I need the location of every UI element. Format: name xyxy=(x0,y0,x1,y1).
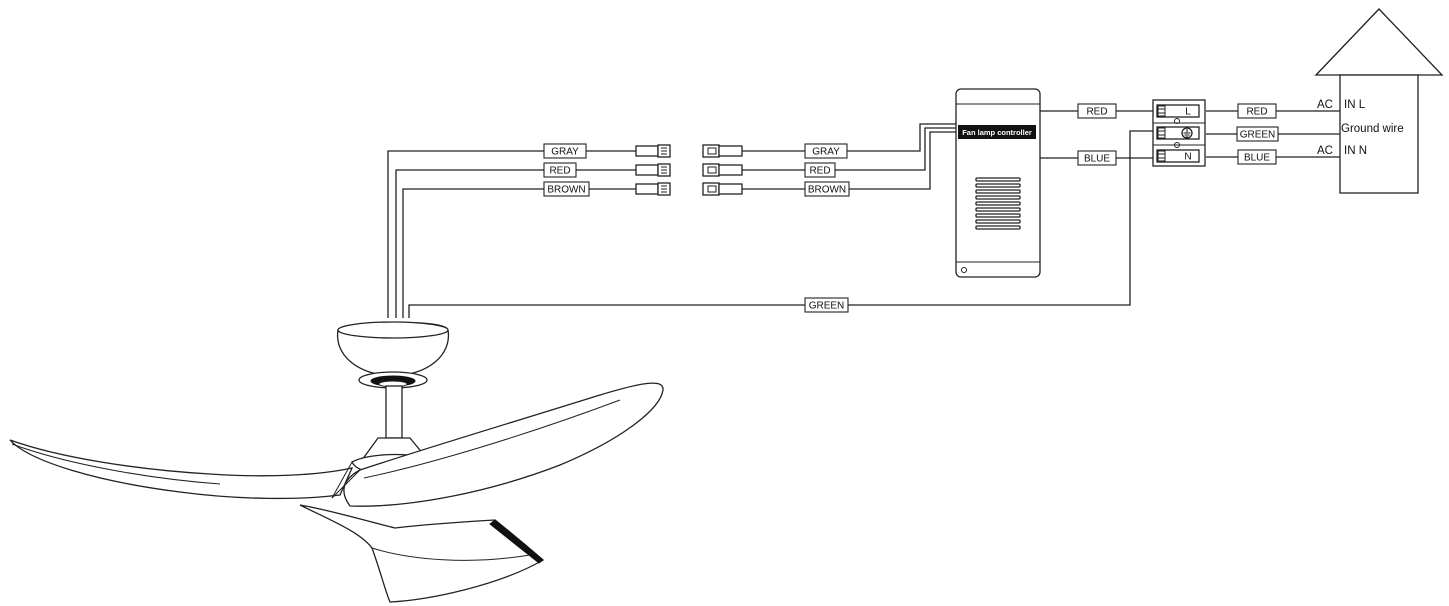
label-fan-brown: BROWN xyxy=(547,185,585,196)
connector-red-female xyxy=(702,163,743,177)
output-labels: RED BLUE xyxy=(1077,103,1117,166)
label-fan-red: RED xyxy=(549,166,570,177)
house-roof xyxy=(1314,8,1444,76)
house-power-source: AC IN L Ground wire AC IN N xyxy=(1314,8,1444,194)
controller-vent xyxy=(975,177,1021,230)
label-out-red: RED xyxy=(1086,107,1107,118)
label-fan-gray: GRAY xyxy=(551,147,579,158)
house-body xyxy=(1339,74,1419,194)
ground-label: GREEN xyxy=(804,297,849,313)
fan-wire-labels: GRAY RED BROWN xyxy=(543,143,590,197)
label-ctrl-brown: BROWN xyxy=(808,185,846,196)
fan-downrod xyxy=(385,385,403,439)
ctrl-red-wire xyxy=(742,127,957,171)
label-supply-red: RED xyxy=(1246,107,1267,118)
ac-neutral-label: AC xyxy=(1317,145,1333,157)
fan-blade-bottom xyxy=(299,504,545,603)
ground-wire xyxy=(408,130,1157,318)
ceiling-fan-illustration xyxy=(9,321,664,603)
fan-red-wire xyxy=(395,169,636,318)
connector-brown-female xyxy=(702,182,743,196)
connector-gray-female xyxy=(702,144,743,158)
controller-label: Fan lamp controller xyxy=(962,128,1032,137)
controller-input-wires xyxy=(742,123,957,190)
connector-gray-male xyxy=(635,144,671,158)
label-ctrl-gray: GRAY xyxy=(812,147,840,158)
terminal-neutral: N xyxy=(1184,152,1191,163)
in-live-label: IN L xyxy=(1344,99,1366,111)
fan-wires xyxy=(387,130,1157,318)
connector-red-male xyxy=(635,163,671,177)
label-ctrl-red: RED xyxy=(809,166,830,177)
female-connectors xyxy=(702,144,743,196)
terminal-live: L xyxy=(1185,107,1191,118)
fan-lamp-controller: Fan lamp controller xyxy=(955,88,1041,278)
male-connectors xyxy=(635,144,671,196)
ground-wire-label: Ground wire xyxy=(1341,123,1404,135)
controller-wire-labels: GRAY RED BROWN xyxy=(804,143,850,197)
connector-brown-male xyxy=(635,182,671,196)
label-out-blue: BLUE xyxy=(1084,154,1110,165)
fan-gray-wire xyxy=(387,150,636,318)
supply-labels: RED GREEN BLUE xyxy=(1236,103,1279,165)
in-neutral-label: IN N xyxy=(1344,145,1367,157)
terminal-block: L N xyxy=(1152,99,1206,167)
fan-brown-wire xyxy=(402,188,636,318)
label-supply-green: GREEN xyxy=(1240,130,1276,141)
label-supply-blue: BLUE xyxy=(1244,153,1270,164)
label-ground-green: GREEN xyxy=(809,301,845,312)
fan-blade-left xyxy=(9,439,354,500)
ac-live-label: AC xyxy=(1317,99,1333,111)
